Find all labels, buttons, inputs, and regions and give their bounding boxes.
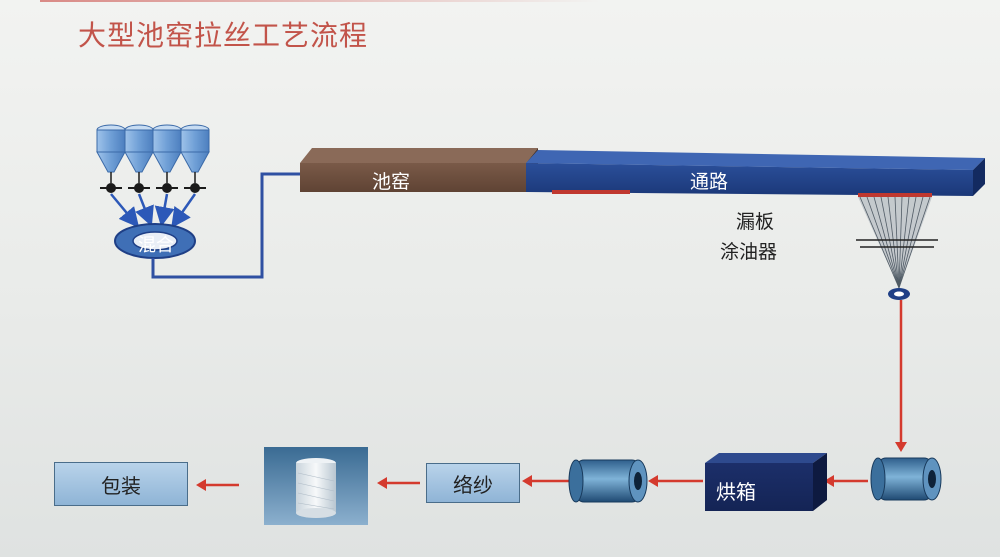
title-rule: [40, 0, 600, 2]
dried-cake-spool: [568, 459, 648, 503]
forming-cake-spool: [870, 457, 942, 501]
channel-label: 通路: [690, 171, 729, 193]
forehearth-channel: [526, 150, 985, 197]
silo-4: [180, 124, 210, 173]
roving-package-icon: [296, 458, 336, 518]
feed-arrows: [110, 193, 197, 229]
silo-2: [124, 124, 154, 173]
sizing-applicator-label: 涂油器: [720, 241, 778, 263]
batch-conveying-pipe: [151, 172, 300, 279]
furnace-label: 池窑: [372, 171, 411, 193]
silo-1: [96, 124, 126, 173]
roving-package-image: [264, 447, 368, 525]
silo-3: [152, 124, 182, 173]
packing-label: 包装: [101, 473, 141, 498]
drying-oven: [705, 453, 827, 511]
bushing-fiber-cone: [856, 196, 938, 289]
mixer: [114, 223, 196, 259]
furnace: [300, 148, 538, 192]
winding-label: 络纱: [453, 472, 493, 497]
packing-box: 包装: [54, 462, 188, 506]
strand-flow-arrows: [196, 300, 907, 491]
oven-label: 烘箱: [716, 480, 756, 504]
mixer-label: 混合: [138, 235, 174, 256]
raw-material-silos: [96, 124, 210, 173]
bushing-label: 漏板: [736, 211, 775, 233]
page-title: 大型池窑拉丝工艺流程: [78, 19, 369, 52]
gathering-shoe: [888, 288, 910, 300]
feeder-valves: [100, 172, 206, 193]
winding-box: 络纱: [426, 463, 520, 503]
